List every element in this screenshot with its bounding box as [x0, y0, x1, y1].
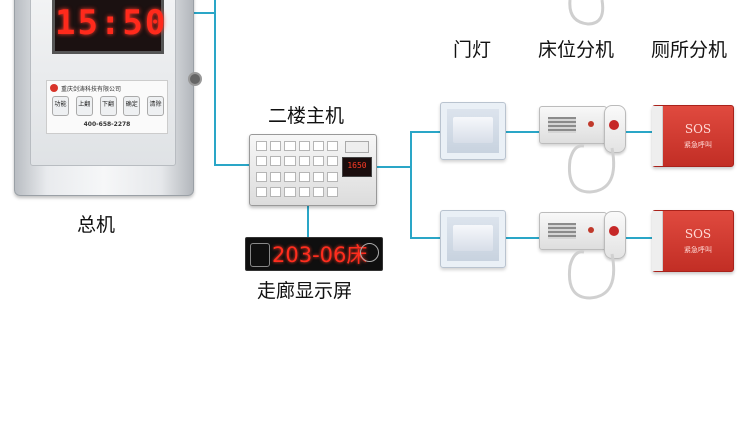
main-host-phone: 400-658-2278: [83, 121, 131, 128]
door-light-window: [453, 225, 493, 251]
door-light-row2: [440, 210, 506, 268]
door-light-label: 门灯: [453, 39, 492, 61]
door-light-window: [453, 117, 493, 143]
no-smoking-icon: [360, 243, 379, 262]
sos-title: SOS: [684, 227, 712, 241]
wire-floor2-right: [375, 166, 411, 168]
brand-logo-icon: [50, 84, 58, 92]
floor2-host-button: [345, 141, 369, 153]
wire-row1-door: [410, 131, 440, 133]
nurse-icon: [250, 243, 270, 267]
wire-row2-bed: [504, 237, 540, 239]
floor2-host-label: 二楼主机: [268, 105, 345, 127]
indicator-dot-icon: [588, 121, 594, 127]
door-light-row1: [440, 102, 506, 160]
main-host-label: 总机: [77, 214, 116, 236]
wire-row2-toilet: [624, 237, 654, 239]
corridor-display-label: 走廊显示屏: [257, 280, 353, 302]
floor2-host-screen: 1650: [342, 157, 372, 177]
wire-row2-door: [410, 237, 440, 239]
bed-unit-label: 床位分机: [538, 39, 615, 61]
floor2-host-keypad: [256, 141, 338, 199]
wire-row1-toilet: [624, 131, 654, 133]
wire-floor2-to-corridor: [307, 204, 309, 238]
pendant-cord-row2: [567, 250, 616, 300]
corridor-display-text: 203-06床: [272, 243, 368, 267]
pendant-cord-row1: [567, 144, 616, 194]
wire-main-to-floor2: [214, 164, 250, 166]
sos-side-panel: [652, 211, 663, 271]
speaker-grill-icon: [548, 223, 576, 239]
toilet-sos-unit-row1: SOS 紧急呼叫: [652, 105, 734, 167]
key-clear[interactable]: 清除: [147, 96, 164, 116]
wire-branch-vertical: [410, 131, 412, 239]
sos-subtitle: 紧急呼叫: [684, 246, 712, 254]
main-host-company-name: 重庆剑涛科技有限公司: [61, 86, 122, 93]
floor2-host-unit: 1650: [249, 134, 377, 206]
main-host-keypad-panel: 重庆剑涛科技有限公司 功能 上翻 下翻 确定 清除 400-658-2278: [46, 80, 168, 134]
call-button-icon: [609, 120, 619, 130]
sos-title: SOS: [684, 122, 712, 136]
call-pendant-row1: [604, 105, 626, 153]
speaker-grill-icon: [548, 117, 576, 133]
toilet-sos-unit-row2: SOS 紧急呼叫: [652, 210, 734, 272]
sos-side-panel: [652, 106, 663, 166]
main-host-led-display: 15:50: [52, 0, 168, 54]
call-pendant-row2: [604, 211, 626, 259]
key-down[interactable]: 下翻: [99, 96, 117, 116]
pendant-cord-top: [568, 0, 605, 26]
bed-unit-row2: [539, 212, 607, 250]
wire-main-host-vertical: [214, 0, 216, 166]
wire-row1-bed: [504, 131, 540, 133]
key-confirm[interactable]: 确定: [123, 96, 141, 116]
indicator-dot-icon: [588, 227, 594, 233]
main-host-led-time: 15:50: [55, 3, 168, 43]
call-button-icon: [609, 226, 619, 236]
bed-unit-row1: [539, 106, 607, 144]
key-function[interactable]: 功能: [52, 96, 69, 116]
corridor-display-unit: 203-06床: [245, 237, 383, 271]
main-host-keys: 功能 上翻 下翻 确定 清除: [52, 96, 164, 116]
cable-connector-icon: [188, 72, 202, 86]
toilet-unit-label: 厕所分机: [651, 39, 728, 61]
key-up[interactable]: 上翻: [75, 96, 93, 116]
floor2-host-screen-text: 1650: [347, 161, 367, 170]
wire-main-host-top: [192, 12, 216, 14]
sos-subtitle: 紧急呼叫: [684, 141, 712, 149]
